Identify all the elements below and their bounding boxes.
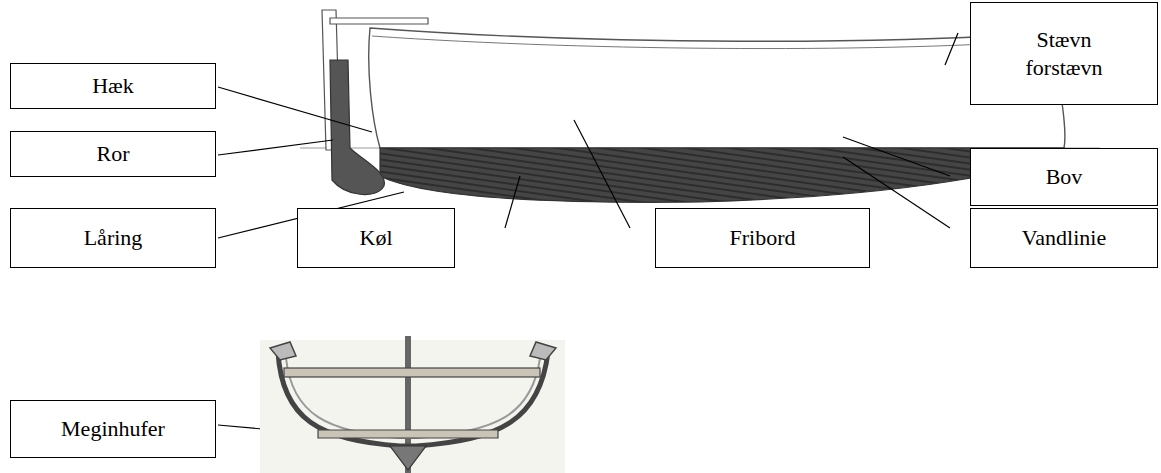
tiller — [330, 18, 428, 24]
part-name: Stævn forstævn — [1004, 26, 1124, 82]
part-name: Låring — [84, 224, 143, 252]
label-box: Hæk — [10, 63, 216, 109]
label-box: Ror — [10, 131, 216, 177]
hull-underwater — [380, 148, 1064, 202]
part-name: Ror — [97, 140, 130, 168]
leader-lines — [218, 33, 958, 434]
part-name: Køl — [360, 224, 393, 252]
part-name: Hæk — [92, 72, 134, 100]
part-name: Fribord — [730, 224, 796, 252]
label-box: Fribord — [655, 208, 870, 268]
hull-topside — [369, 28, 1065, 148]
label-box: Vandlinie — [970, 208, 1158, 268]
label-box: Meginhufer — [10, 400, 216, 458]
label-box: Køl — [297, 208, 455, 268]
label-box: Bov — [970, 148, 1158, 206]
label-box: Stævn forstævn — [970, 2, 1158, 105]
part-name: Meginhufer — [61, 415, 165, 443]
part-name: Vandlinie — [1022, 224, 1106, 252]
cross-section — [260, 336, 565, 473]
gunwale — [372, 36, 1050, 49]
part-name: Bov — [1046, 163, 1083, 191]
label-box: Låring — [10, 208, 216, 268]
